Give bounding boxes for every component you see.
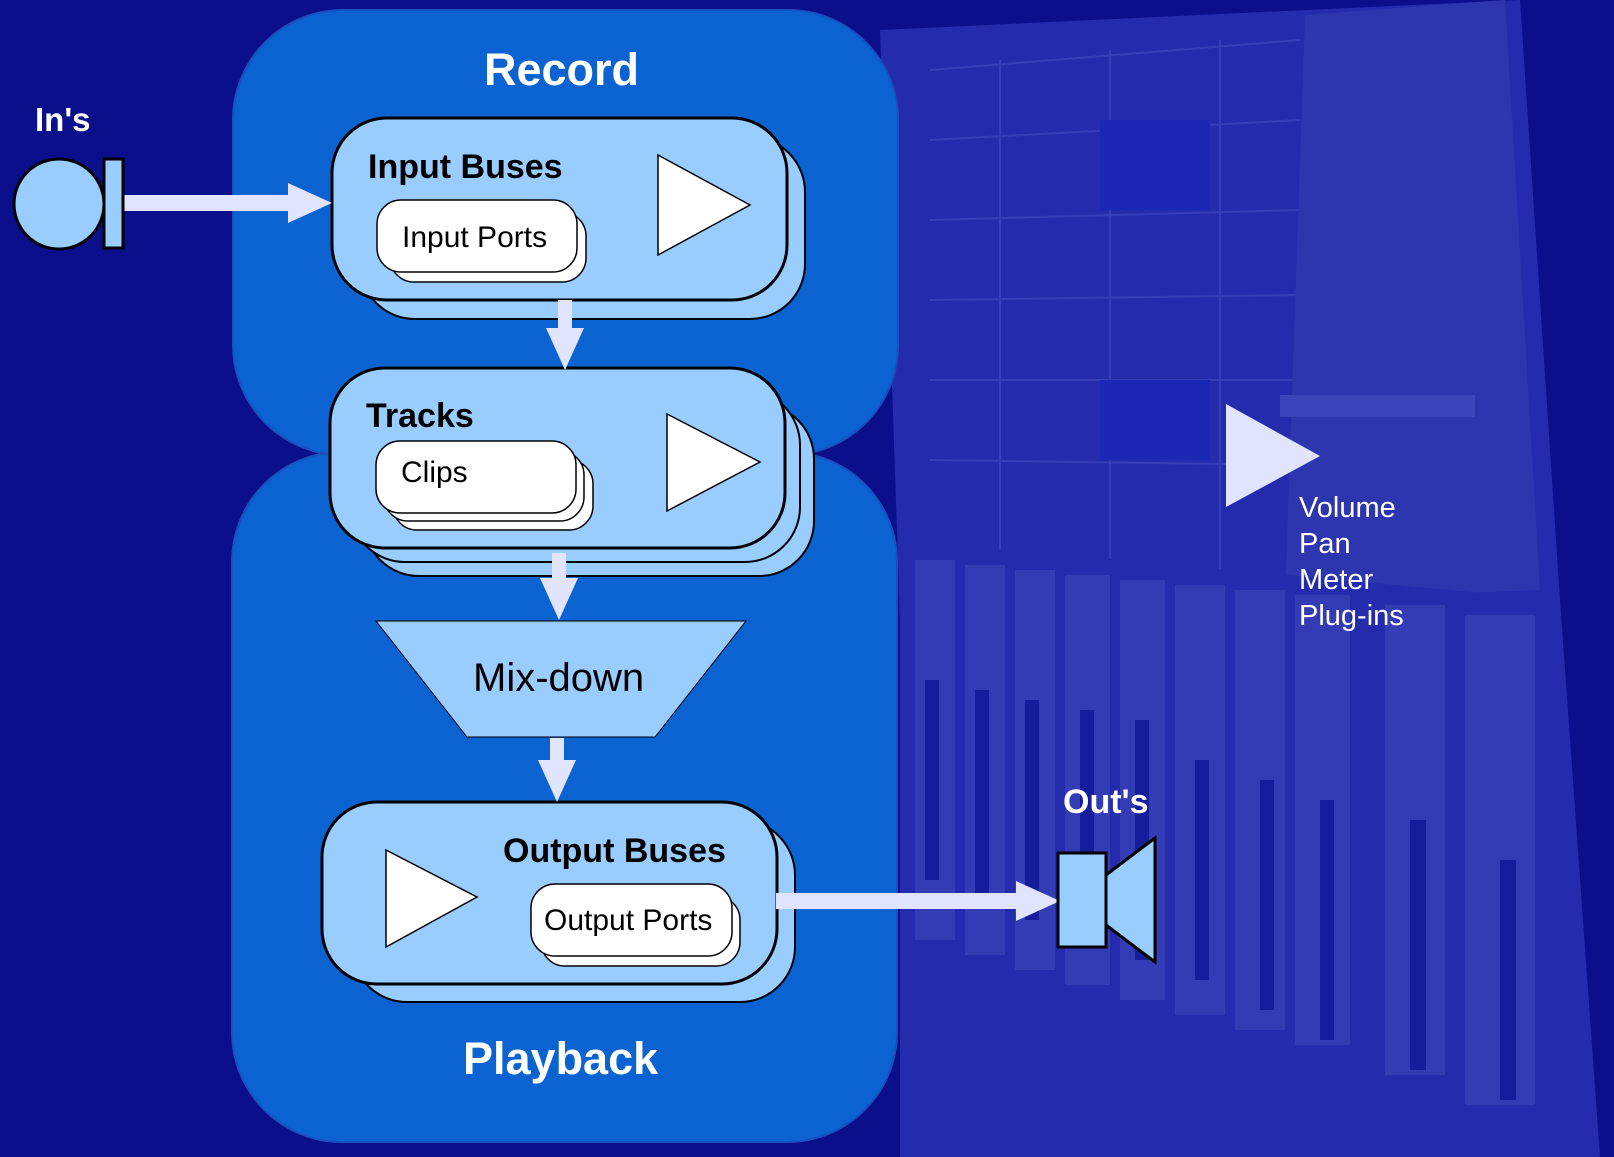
feature-plugins: Plug-ins (1299, 600, 1404, 632)
inputs-label: In's (35, 101, 91, 138)
feature-meter: Meter (1299, 564, 1374, 596)
track-features-gain-icon (1226, 404, 1320, 507)
arrow-in-to-input-buses (120, 183, 332, 223)
record-label: Record (484, 44, 640, 95)
input-jack-icon (12, 157, 125, 251)
feature-volume: Volume (1299, 492, 1396, 524)
tracks-node (328, 366, 815, 577)
output-ports-box (530, 883, 733, 957)
arrow-output-to-speaker (776, 881, 1060, 921)
mixdown-label: Mix-down (473, 656, 645, 700)
output-buses-label: Output Buses (503, 832, 726, 870)
outputs-label: Out's (1063, 783, 1149, 821)
input-buses-node (330, 116, 806, 320)
input-buses-label: Input Buses (368, 148, 563, 186)
arrow-input-to-tracks (546, 300, 584, 370)
flow-arrows (120, 183, 1060, 921)
clips-box (375, 440, 577, 514)
background-daw-screenshot (880, 0, 1600, 1157)
track-gain-icon (666, 412, 762, 513)
arrow-tracks-to-mixdown (540, 553, 578, 620)
output-gain-icon (385, 848, 479, 949)
clips-label: Clips (401, 456, 468, 489)
feature-pan: Pan (1299, 528, 1351, 560)
input-ports-box (376, 199, 578, 273)
output-buses-node (320, 800, 796, 1003)
mixdown-node (374, 620, 748, 738)
tracks-label: Tracks (366, 397, 474, 435)
track-features-list: Volume Pan Meter Plug-ins (1299, 490, 1404, 634)
output-ports-label: Output Ports (544, 904, 713, 937)
speaker-icon (1056, 834, 1157, 966)
arrow-mixdown-to-output (538, 738, 576, 802)
playback-label: Playback (463, 1033, 659, 1084)
input-ports-label: Input Ports (402, 221, 548, 254)
input-gain-icon (657, 153, 752, 257)
